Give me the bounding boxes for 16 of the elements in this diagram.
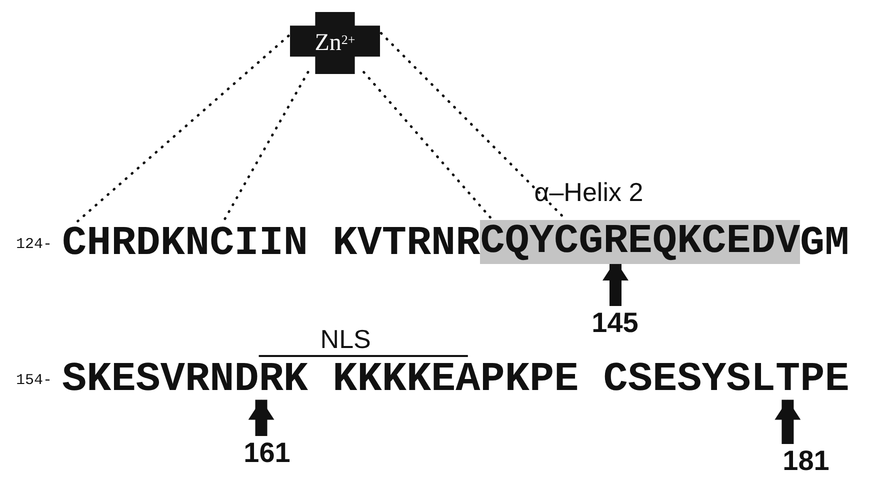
position-number: 181 xyxy=(776,444,836,478)
ion-cross xyxy=(290,12,380,74)
sequence-text: GM xyxy=(800,222,850,266)
residue-number: 124- xyxy=(16,235,52,255)
sequence-text: SKESVRNDRK KKKKEAPKPE CSESYSLTPE xyxy=(62,358,850,402)
sequence-text: CHRDKNCIIN KVTRNR xyxy=(62,222,480,266)
position-number: 145 xyxy=(585,306,645,340)
helix-label: α–Helix 2 xyxy=(534,176,644,208)
residue-number: 154- xyxy=(16,371,52,391)
position-arrow xyxy=(774,400,801,444)
position-arrow xyxy=(248,400,274,436)
position-number: 161 xyxy=(237,436,297,470)
ion-label: Zn$^{2+}$ xyxy=(314,31,356,55)
leader-line xyxy=(362,70,494,222)
region-label: NLS xyxy=(320,324,371,354)
sequence-text: CQYCGREQKCEDV xyxy=(480,220,800,264)
